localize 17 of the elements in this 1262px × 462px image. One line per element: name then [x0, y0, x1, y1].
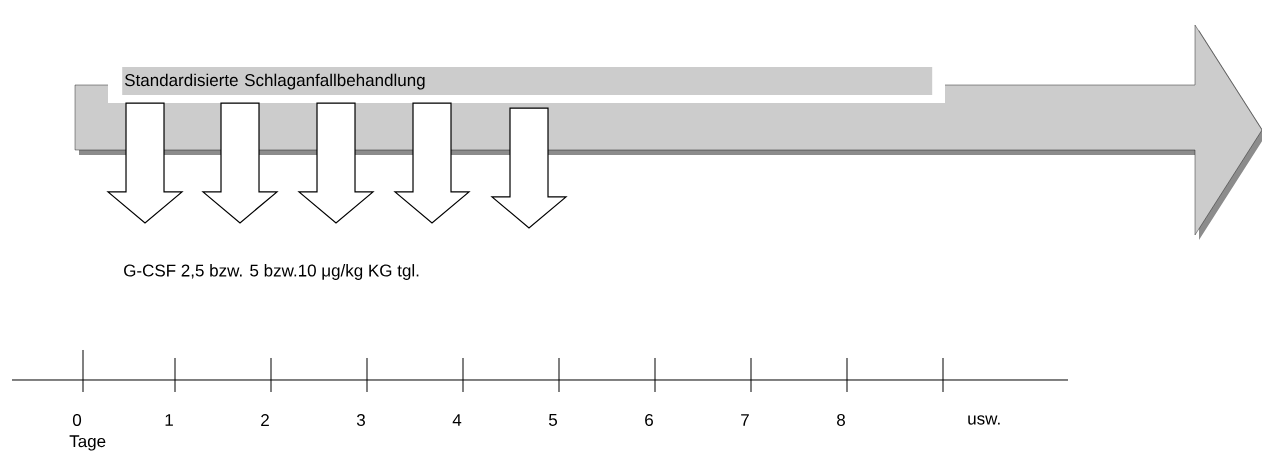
tick-label: 2: [261, 414, 269, 426]
tick-label: 0: [72, 413, 82, 426]
tick-label: 6: [645, 413, 653, 426]
tick-label: usw.: [968, 415, 1000, 425]
tick-label: 1: [165, 414, 173, 426]
down-arrow: [106, 102, 184, 224]
down-arrow: [490, 107, 568, 229]
tick-label: 7: [741, 414, 749, 426]
tick-label: 5: [548, 414, 557, 426]
down-arrow: [393, 102, 471, 224]
axis-title: Tage: [69, 435, 106, 451]
tick-label: 4: [452, 414, 462, 426]
dosage-note: G-CSF 2,5 bzw. 5 bzw.10 μg/kg KG tgl.: [124, 264, 419, 280]
down-arrow: [201, 102, 279, 224]
tick-label: 3: [356, 413, 365, 426]
down-arrow: [297, 102, 375, 224]
tick-label: 8: [837, 413, 845, 426]
